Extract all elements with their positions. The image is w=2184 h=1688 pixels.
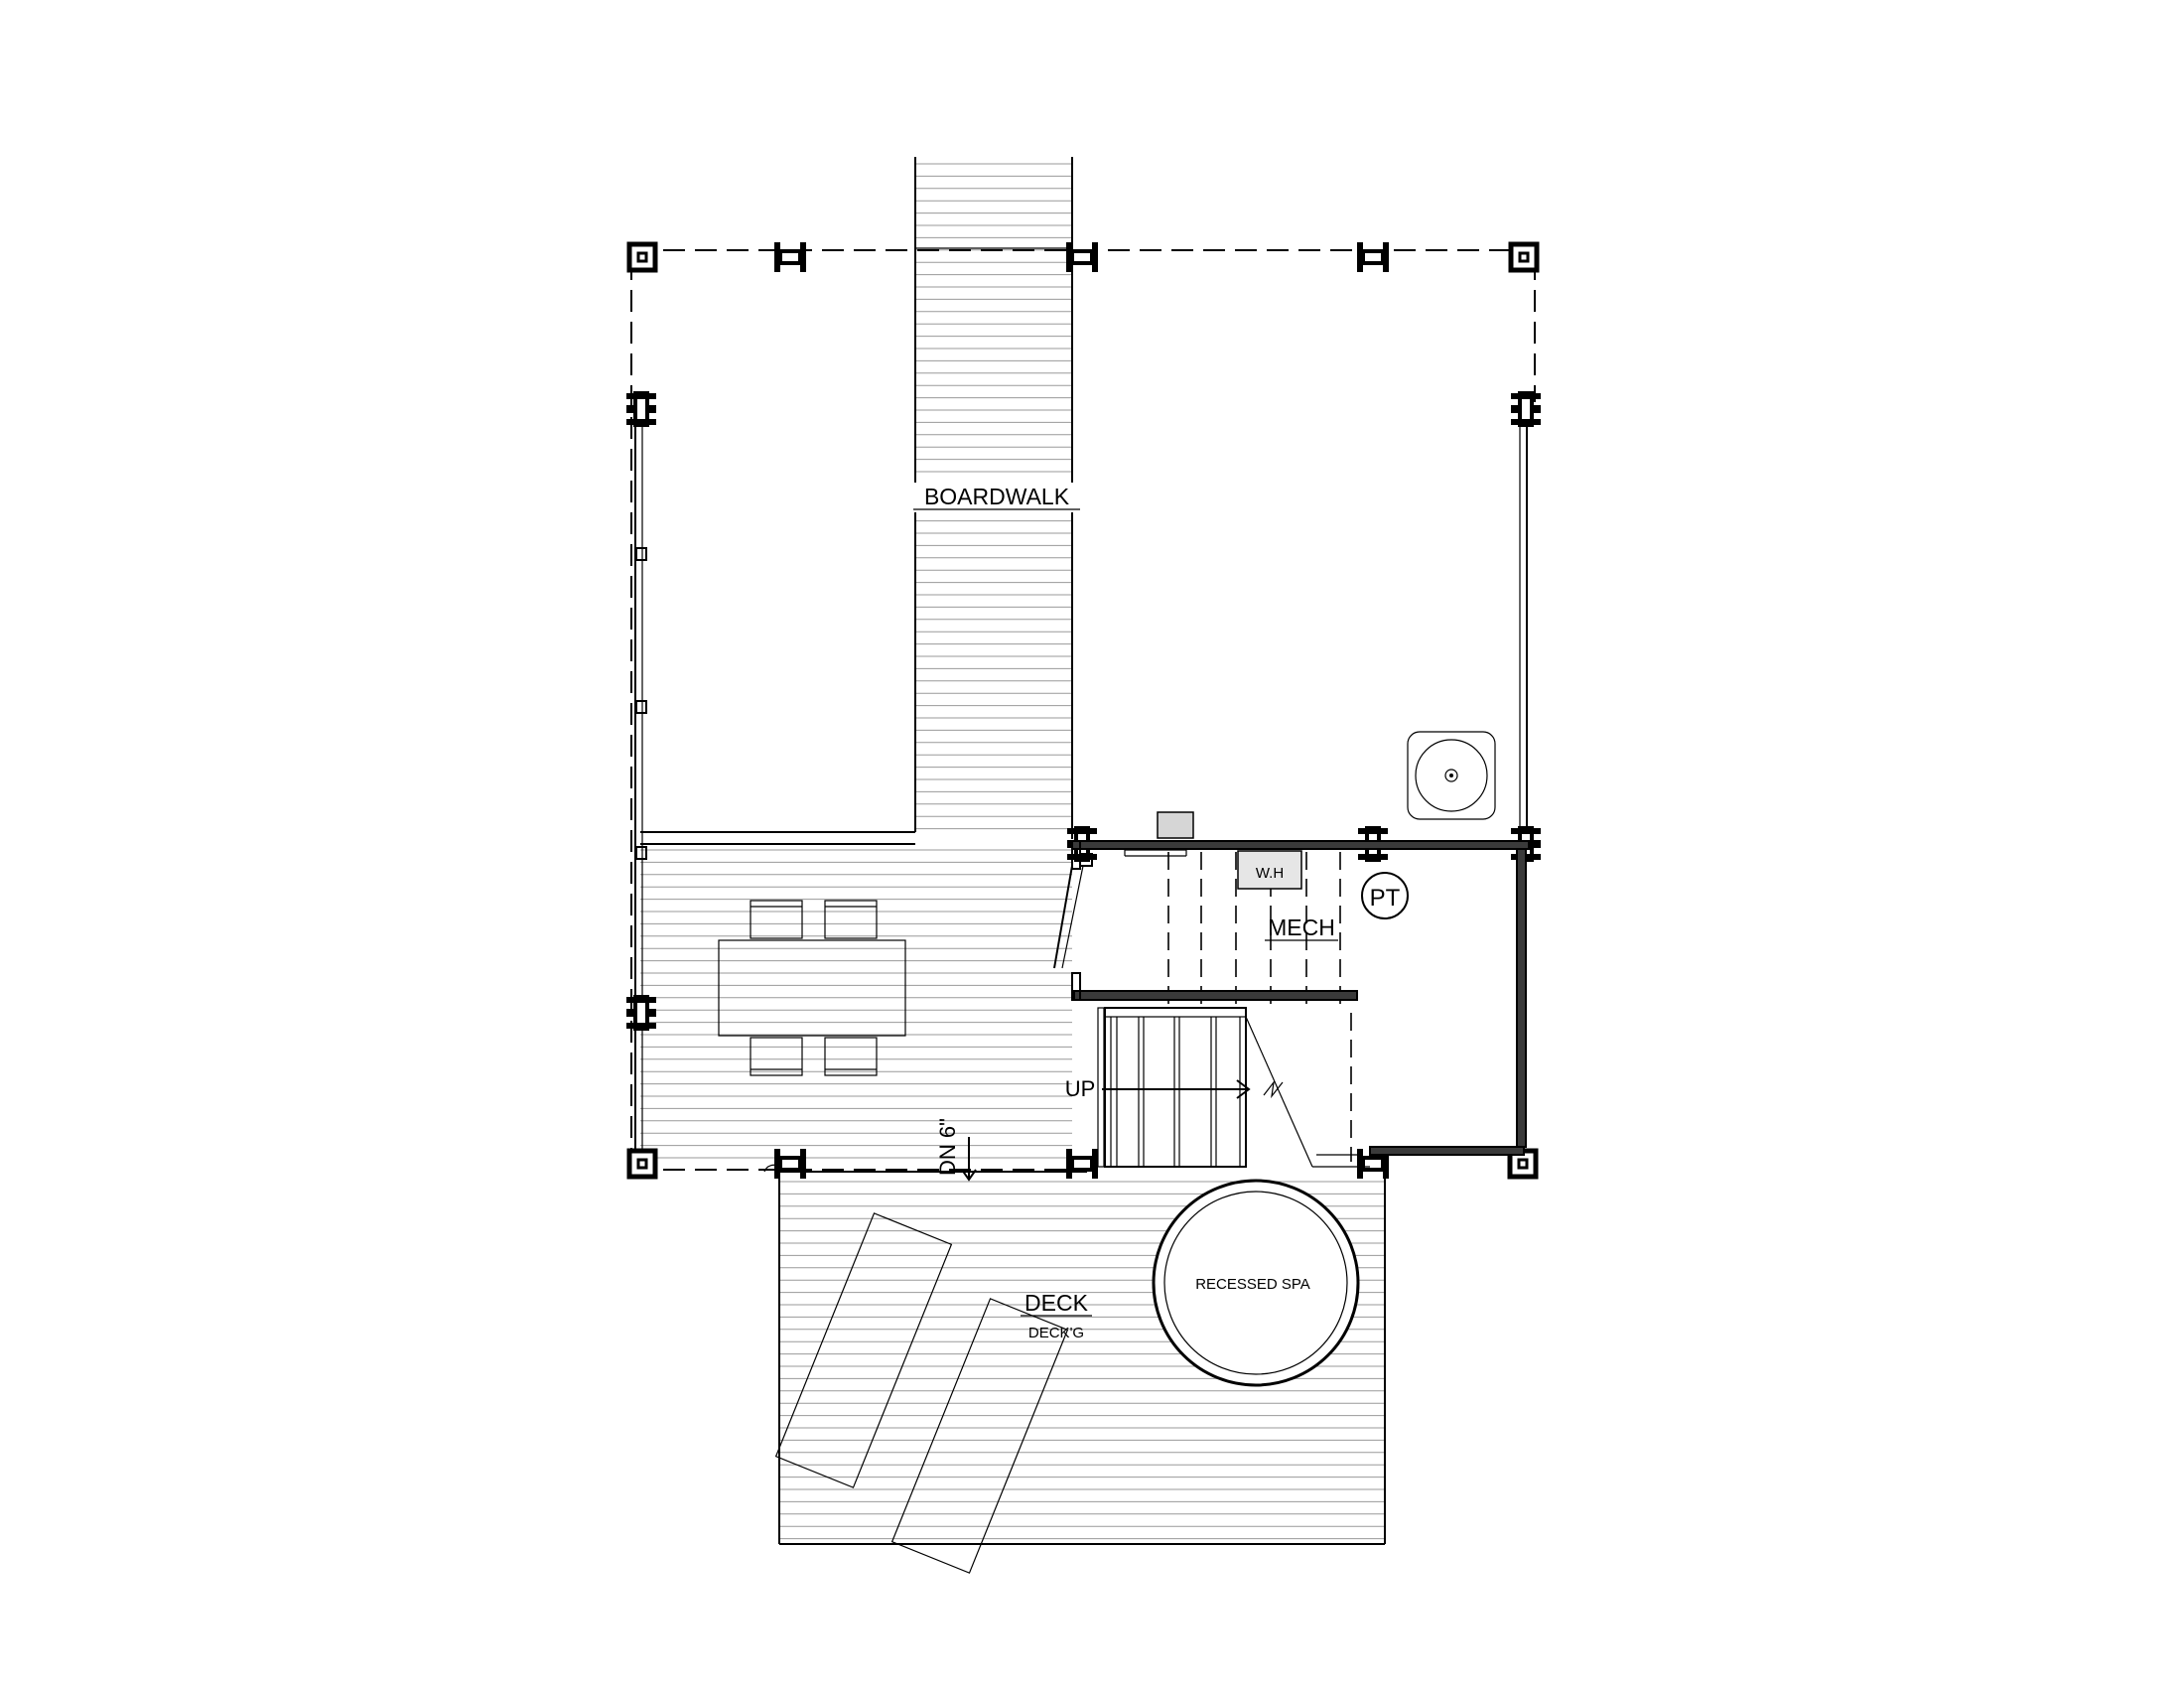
pressure-tank [1361, 872, 1409, 919]
spa-label: RECESSED SPA [1195, 1276, 1310, 1293]
post [1357, 242, 1389, 272]
screened-porch-outline [634, 422, 1528, 1162]
water-heater-label: W.H [1256, 865, 1284, 882]
step-down-label: DN 6" [935, 1118, 960, 1176]
roof-beam-dashed-lines [630, 249, 1536, 1171]
post [1508, 241, 1540, 273]
water-heater [1237, 850, 1302, 890]
lower-deck: RECESSED SPA DECK DECK'G [763, 1164, 1386, 1574]
stair-up-label: UP [1065, 1076, 1096, 1101]
outdoor-shower-fixture [1407, 731, 1496, 820]
mechanical-room: W.H PT MECH [1053, 811, 1530, 1162]
post [774, 242, 806, 272]
decking-label: DECK'G [1028, 1325, 1084, 1341]
post [1066, 242, 1098, 272]
post [626, 995, 656, 1031]
porch-decking [640, 849, 1072, 1159]
lounge-chair [890, 1298, 1069, 1574]
recessed-spa [1152, 1179, 1360, 1387]
boardwalk-decking [915, 163, 1072, 830]
post [626, 1148, 658, 1180]
mech-room-label: MECH [1268, 914, 1335, 940]
post [626, 391, 656, 427]
structural-posts [626, 241, 1541, 1180]
post [626, 241, 658, 273]
staircase: UP [1065, 1007, 1370, 1168]
step-down-note: DN 6" [935, 1118, 977, 1182]
pressure-tank-label: PT [1370, 885, 1401, 912]
post [1066, 1149, 1098, 1179]
dining-table-set [718, 900, 906, 1076]
boardwalk-label: BOARDWALK [924, 484, 1070, 509]
lounge-chair [774, 1212, 953, 1488]
wall-studs [635, 547, 647, 860]
post [1511, 391, 1541, 427]
post [774, 1149, 806, 1179]
deck-label: DECK [1024, 1290, 1089, 1316]
